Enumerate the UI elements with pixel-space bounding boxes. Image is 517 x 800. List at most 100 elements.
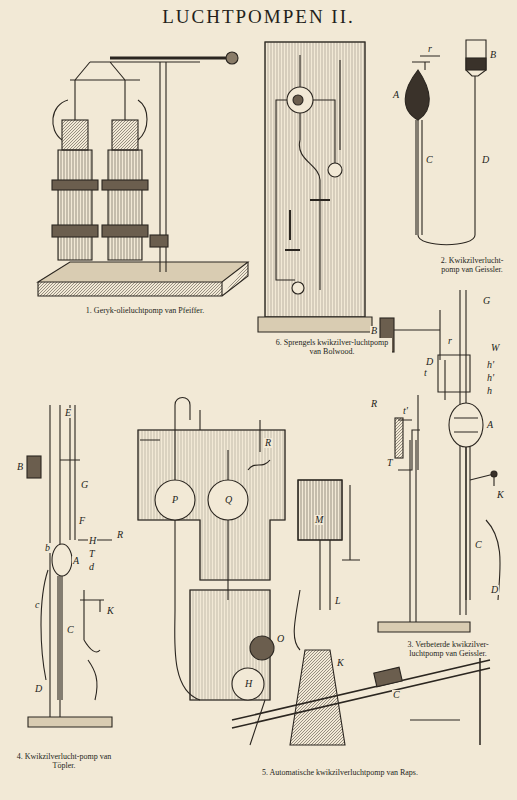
part-letter: D [425, 357, 434, 367]
part-letter: W [490, 343, 500, 353]
engraving-stroke [226, 52, 238, 64]
engraving-stroke [265, 42, 365, 317]
engraving-stroke [232, 668, 264, 700]
engraving-stroke [294, 485, 360, 650]
engraving-stroke [175, 520, 228, 700]
engraving-stroke [293, 95, 303, 105]
part-letter: C [425, 155, 434, 165]
engraving-stroke [112, 120, 138, 150]
engraving-stroke [41, 540, 112, 700]
engraving-stroke [232, 655, 490, 745]
part-letter: P [171, 495, 179, 505]
part-letter: C [66, 625, 75, 635]
engraving-stroke [250, 636, 274, 660]
engraving-stroke [418, 56, 475, 245]
engraving-stroke [298, 480, 342, 540]
part-letter: A [72, 556, 80, 566]
engraving-stroke [250, 700, 460, 745]
part-letter: L [334, 596, 342, 606]
part-letter: r [447, 336, 453, 346]
part-letter: Q [224, 495, 233, 505]
engraving-stroke [290, 650, 345, 745]
engraving-stroke [88, 660, 97, 700]
engraving-stroke [378, 622, 470, 632]
engraving-stroke [394, 310, 445, 400]
part-letter: t' [402, 406, 409, 416]
figure-caption: 5. Automatische kwikzilverluchtpomp van … [180, 768, 500, 777]
part-letter: R [370, 399, 378, 409]
engraving-stroke [265, 42, 365, 317]
part-letter: G [482, 296, 491, 306]
part-letter: A [392, 90, 400, 100]
part-letter: B [489, 50, 497, 60]
part-letter: b [44, 543, 51, 553]
engraving-stroke [292, 282, 304, 294]
part-letter: d [88, 562, 95, 572]
engraving-stroke [60, 405, 80, 540]
part-letter: H [88, 536, 97, 546]
engraving-stroke [258, 317, 372, 332]
part-letter: H [244, 679, 253, 689]
engraving-stroke [140, 398, 270, 481]
part-letter: h [486, 386, 493, 396]
part-letter: K [496, 490, 505, 500]
engraving-stroke [466, 58, 486, 70]
part-letter: C [392, 690, 401, 700]
engraving-stroke [80, 600, 104, 612]
part-letter: T [88, 549, 96, 559]
engraving-stroke [460, 290, 466, 615]
engraving-stroke [52, 180, 98, 190]
figure-caption: 4. Kwikzilverlucht-pomp van Töpler. [14, 752, 114, 770]
engraving-stroke [53, 62, 200, 140]
engraving-stroke [108, 150, 142, 260]
part-letter: t [423, 368, 428, 378]
part-letter: C [474, 540, 483, 550]
part-letter: G [80, 480, 89, 490]
part-letter: E [64, 408, 72, 418]
engraving-stroke [28, 717, 112, 727]
part-letter: T [386, 458, 394, 468]
part-letter: r [427, 44, 433, 54]
part-letter: h' [486, 373, 495, 383]
engraving-stroke [328, 163, 342, 177]
part-letter: M [314, 515, 324, 525]
engraving-stroke [438, 355, 470, 392]
part-letter: c [34, 600, 40, 610]
engraving-stroke [52, 225, 98, 237]
engraving-stroke [102, 225, 148, 237]
engraving-stroke [398, 395, 470, 600]
engraving-stroke [138, 430, 285, 580]
part-letter: K [336, 658, 345, 668]
engraving-stroke [150, 235, 168, 247]
part-letter: R [264, 438, 272, 448]
engraving-stroke [285, 200, 330, 250]
part-letter: R [116, 530, 124, 540]
part-letter: D [490, 585, 499, 595]
engraving-stroke [416, 120, 422, 235]
engraving-stroke [410, 440, 416, 622]
engraving-stroke [38, 262, 248, 296]
engraving-stroke [62, 120, 88, 150]
part-letter: B [16, 462, 24, 472]
part-letter: O [276, 634, 285, 644]
figure-caption: 3. Verbeterde kwikzilver-luchtpomp van G… [392, 640, 504, 658]
engraving-stroke [298, 480, 342, 540]
plate-title: LUCHTPOMPEN II. [0, 6, 517, 28]
engraving-stroke [449, 403, 483, 447]
engraving-stroke [52, 544, 72, 576]
engraving-stroke [38, 262, 248, 282]
engraving-stroke [208, 480, 248, 520]
engraving-stroke [466, 40, 486, 76]
part-letter: B [370, 326, 378, 336]
part-letter: A [486, 420, 494, 430]
part-letter: K [106, 606, 115, 616]
engraving-stroke [395, 418, 403, 458]
engraving-stroke [405, 62, 430, 120]
engraving-stroke [110, 57, 230, 60]
figure-caption: 1. Geryk-olieluchtpomp van Pfeiffer. [40, 306, 250, 315]
engraving-stroke [454, 418, 478, 432]
engraving-stroke [287, 87, 313, 113]
part-letter: D [34, 684, 43, 694]
